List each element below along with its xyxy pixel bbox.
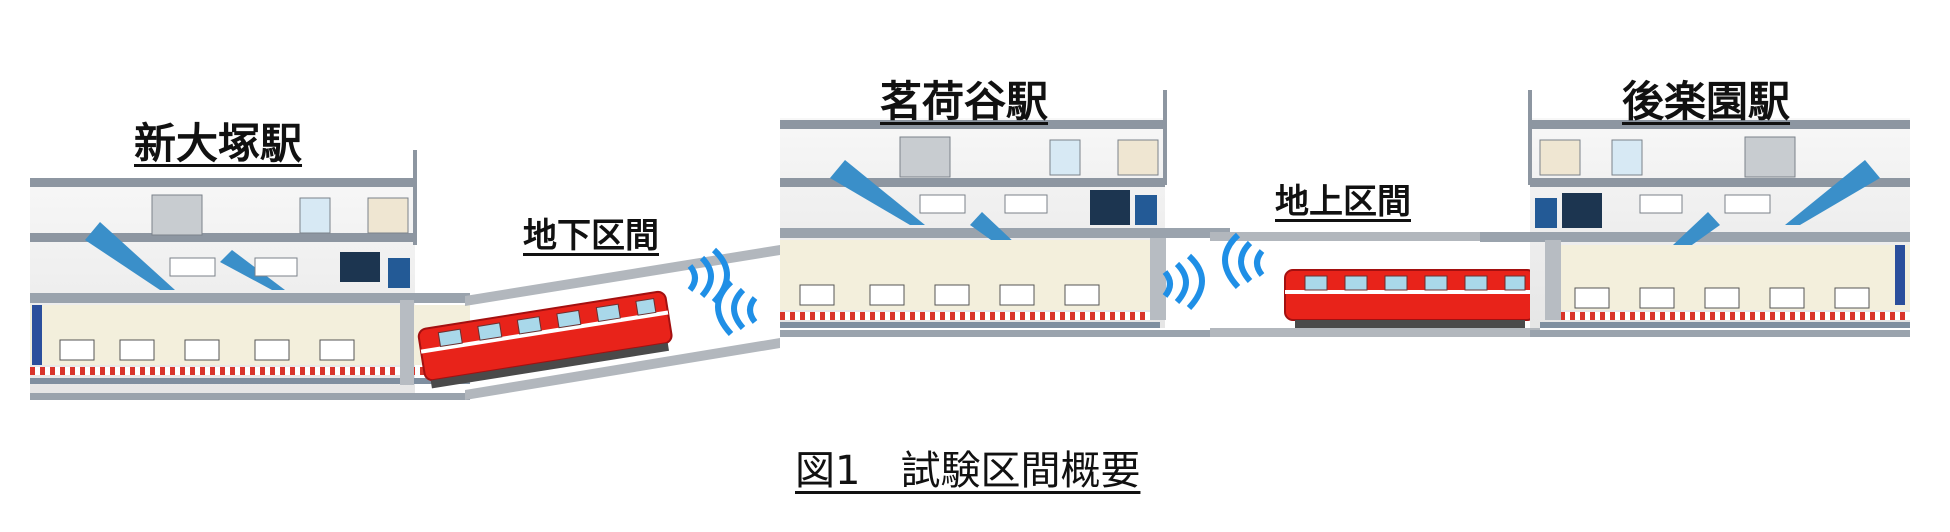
- station-myogadani: [780, 90, 1230, 337]
- station-label-myogadani: 茗荷谷駅: [880, 77, 1049, 126]
- above-ground-viaduct: [1210, 232, 1540, 337]
- ticket-machine-icon: [1090, 190, 1130, 225]
- escalator-icon: [85, 222, 175, 290]
- elevator-icon: [1744, 136, 1796, 178]
- station-shin-otsuka: [30, 150, 470, 400]
- wireless-signal-icon: [1162, 253, 1205, 311]
- section-label-underground: 地下区間: [523, 216, 659, 256]
- station-label-korakuen: 後楽園駅: [1622, 77, 1791, 126]
- section-label-above-ground: 地上区間: [1275, 182, 1411, 222]
- ticket-machine-icon: [1562, 193, 1602, 228]
- figure-caption: 図1 試験区間概要: [795, 448, 1141, 494]
- wireless-signal-icon: [1222, 232, 1265, 290]
- elevator-icon: [899, 136, 951, 178]
- escalator-icon: [1785, 160, 1880, 225]
- escalator-icon: [830, 160, 925, 225]
- train-above-ground: [1284, 269, 1536, 328]
- ticket-machine-icon: [340, 252, 380, 282]
- elevator-icon: [151, 194, 203, 236]
- station-label-shin-otsuka: 新大塚駅: [134, 119, 303, 168]
- train-underground: [417, 290, 673, 389]
- station-korakuen: [1480, 90, 1910, 337]
- wireless-signal-icon: [687, 247, 758, 337]
